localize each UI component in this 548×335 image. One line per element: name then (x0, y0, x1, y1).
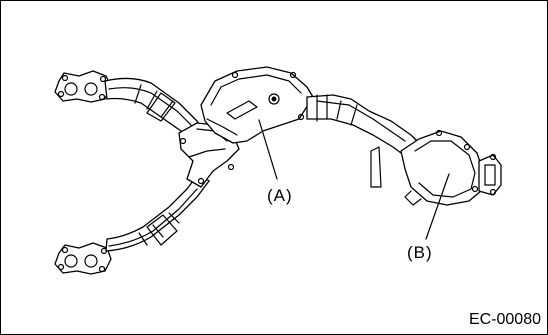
leader-line-b (425, 173, 450, 240)
upper-left-flange (54, 70, 112, 103)
lower-pipe (105, 172, 210, 252)
figure-code: EC-00080 (468, 311, 541, 328)
label-b: (B) (407, 243, 433, 262)
heat-shield-a (200, 66, 314, 144)
middle-pipe (306, 94, 422, 188)
lower-left-flange (54, 242, 112, 275)
label-a: (A) (267, 186, 293, 205)
upper-pipe (104, 77, 207, 146)
leader-line-a (258, 119, 278, 180)
catalytic-converter-b (400, 129, 502, 206)
